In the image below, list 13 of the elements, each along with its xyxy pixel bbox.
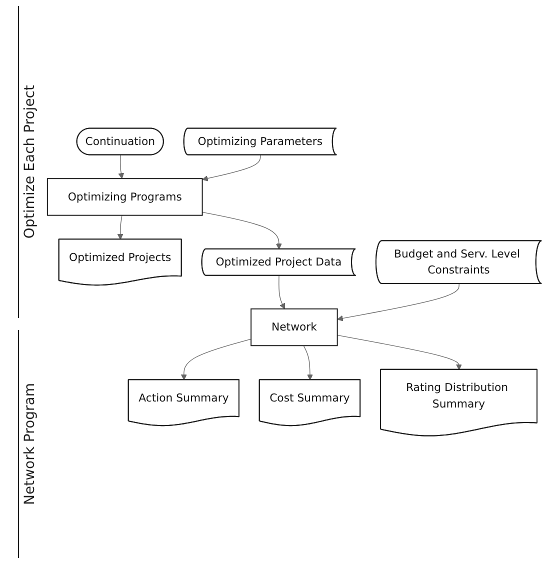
arrow [202,212,282,250]
arrow [303,345,313,380]
arrow [202,154,261,182]
section-label: Optimize Each Project [22,84,38,239]
section-label: Network Program [22,382,38,505]
arrow [337,334,462,370]
node-box: Network [250,308,338,346]
arrow [337,284,460,322]
node-box: Optimizing Programs [46,178,203,216]
arrow [180,338,252,380]
arrow [117,214,124,240]
arrow [118,154,124,179]
arrow [278,275,286,310]
